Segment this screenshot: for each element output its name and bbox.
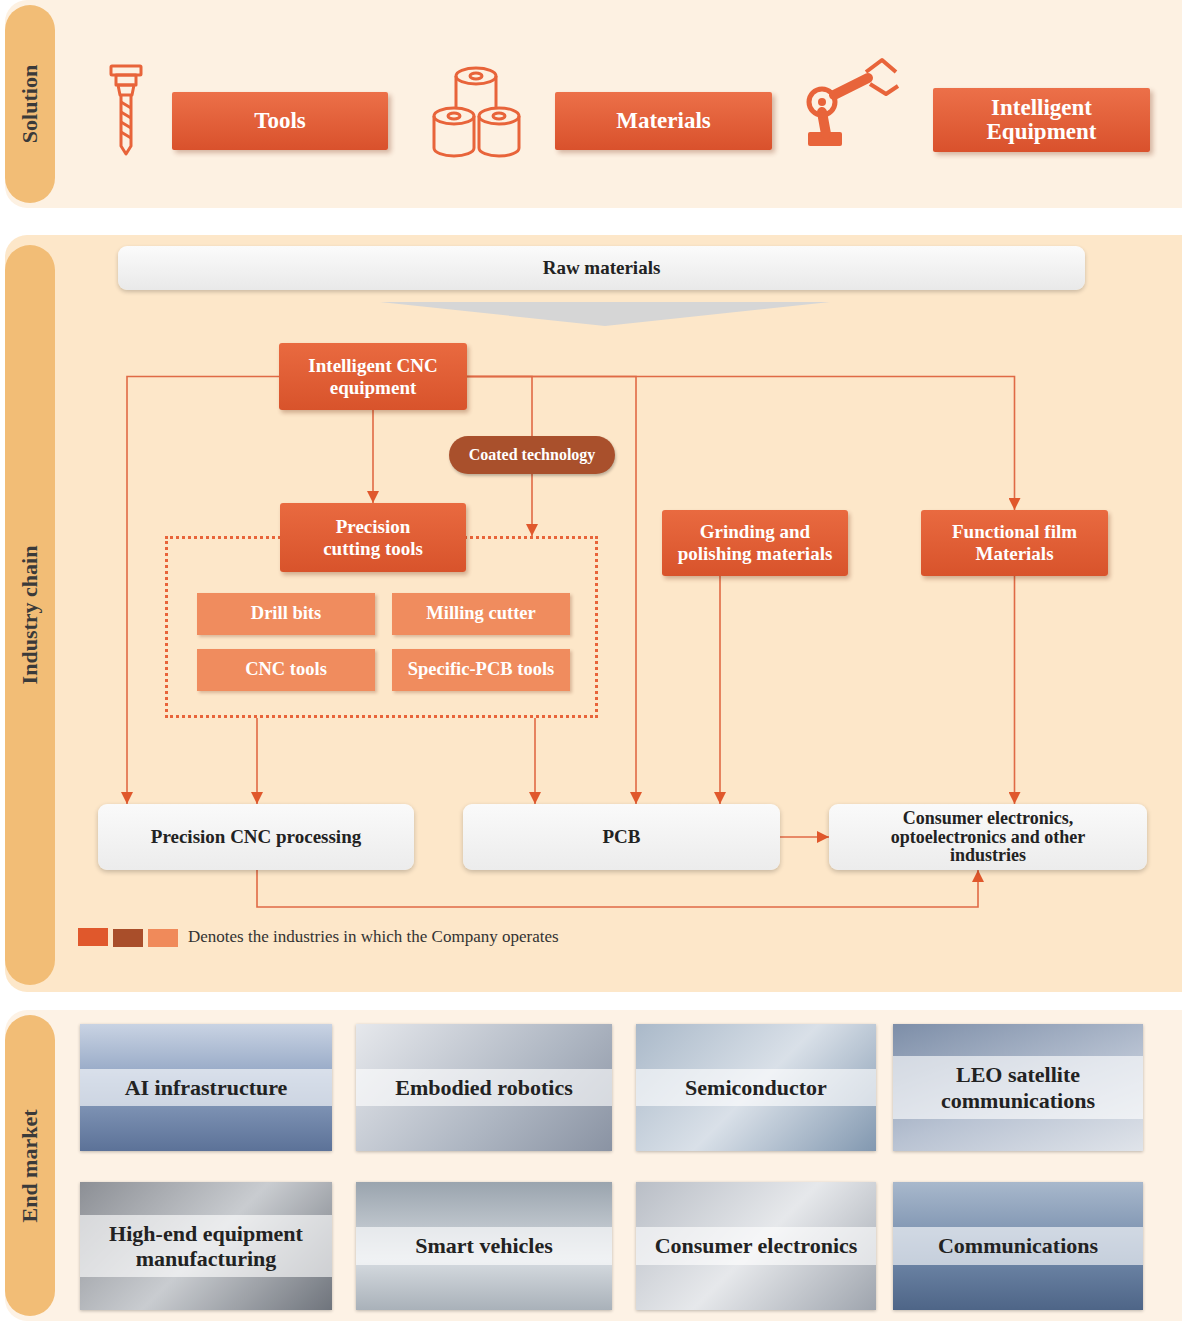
solution-box: Intelligent Equipment xyxy=(933,88,1150,152)
market-tile: Embodied robotics xyxy=(356,1024,612,1151)
side-tab: End market xyxy=(5,1015,55,1316)
band-panel xyxy=(5,1010,1182,1321)
connector xyxy=(1014,576,1016,804)
heading-box: Precision cutting tools xyxy=(280,503,466,572)
market-tile: Communications xyxy=(893,1182,1143,1310)
market-tile: AI infrastructure xyxy=(80,1024,332,1151)
node-label: Intelligent Equipment xyxy=(937,96,1146,144)
node-label: Embodied robotics xyxy=(356,1069,612,1106)
connector xyxy=(127,377,279,805)
process-box: Functional film Materials xyxy=(921,510,1108,576)
market-tile: Semiconductor xyxy=(636,1024,876,1151)
node-label: Precision CNC processing xyxy=(151,826,361,848)
node-label: Intelligent CNC equipment xyxy=(283,355,463,399)
tool-box: CNC tools xyxy=(197,649,375,691)
connector xyxy=(780,836,829,838)
legend-row: Denotes the industries in which the Comp… xyxy=(78,927,559,947)
connector xyxy=(531,474,533,536)
node-label: Functional film Materials xyxy=(925,521,1104,565)
market-tile: LEO satellite communications xyxy=(893,1024,1143,1151)
node-label: Consumer electronics, optoelectronics an… xyxy=(870,809,1106,866)
connector xyxy=(257,870,978,907)
legend-swatch xyxy=(78,928,108,946)
legend-swatch xyxy=(148,929,178,947)
raw-material-bar: Raw materials xyxy=(118,246,1085,290)
flow-triangle xyxy=(380,302,830,326)
node-label: High-end equipment manufacturing xyxy=(80,1215,332,1278)
market-tile: Smart vehicles xyxy=(356,1182,612,1310)
node-label: Coated technology xyxy=(469,446,596,464)
node-label: Drill bits xyxy=(251,603,321,624)
node-label: Smart vehicles xyxy=(356,1227,612,1264)
node-label: PCB xyxy=(603,826,641,848)
legend-swatch xyxy=(113,929,143,947)
connector xyxy=(256,718,258,804)
technology-pill: Coated technology xyxy=(449,436,615,474)
band-panel xyxy=(5,0,1182,208)
connector xyxy=(534,718,536,804)
market-tile: High-end equipment manufacturing xyxy=(80,1182,332,1310)
industry-box: Consumer electronics, optoelectronics an… xyxy=(829,804,1147,870)
node-label: Grinding and polishing materials xyxy=(666,521,844,565)
drill-icon xyxy=(111,66,141,154)
node-label: Communications xyxy=(893,1227,1143,1264)
node-label: Materials xyxy=(616,109,711,133)
group-heading: Precision cutting tools xyxy=(308,516,438,560)
tool-box: Milling cutter xyxy=(392,593,570,635)
section-band: SolutionTools Materials Intelligent Equipm… xyxy=(5,0,1182,208)
node-label: Semiconductor xyxy=(636,1069,876,1106)
side-tab: Industry chain xyxy=(5,245,55,985)
robot-arm-icon xyxy=(808,60,898,146)
node-label: Raw materials xyxy=(543,257,661,279)
section-band: Industry chain Raw materialsIntelligent C… xyxy=(5,235,1182,992)
band-panel xyxy=(5,235,1182,992)
solution-box: Materials xyxy=(555,92,772,150)
node-label: AI infrastructure xyxy=(80,1069,332,1106)
solution-box: Tools xyxy=(172,92,388,150)
connector xyxy=(719,576,721,804)
industry-box: PCB xyxy=(463,804,780,870)
legend: Denotes the industries in which the Comp… xyxy=(78,927,559,947)
legend-text: Denotes the industries in which the Comp… xyxy=(188,927,559,947)
tool-box: Specific-PCB tools xyxy=(392,649,570,691)
market-tile: Consumer electronics xyxy=(636,1182,876,1310)
node-label: Specific-PCB tools xyxy=(408,659,554,680)
node-label: Milling cutter xyxy=(426,603,535,624)
side-tab: Solution xyxy=(5,5,55,203)
node-label: Tools xyxy=(254,109,306,133)
section-label: End market xyxy=(17,1109,43,1222)
section-band: End market AI infrastructure Embodied robo… xyxy=(5,1010,1182,1321)
section-label: Solution xyxy=(17,65,43,143)
material-rolls-icon xyxy=(434,68,519,156)
process-box: Grinding and polishing materials xyxy=(662,510,848,576)
industry-box: Precision CNC processing xyxy=(98,804,414,870)
node-label: CNC tools xyxy=(245,659,327,680)
process-box: Intelligent CNC equipment xyxy=(279,343,467,410)
connector xyxy=(467,377,532,437)
section-label: Industry chain xyxy=(17,546,43,685)
dashed-group: Precision cutting toolsDrill bitsMilling… xyxy=(165,536,598,718)
node-label: Consumer electronics xyxy=(636,1227,876,1264)
node-label: LEO satellite communications xyxy=(893,1056,1143,1119)
connector xyxy=(372,410,374,503)
tool-box: Drill bits xyxy=(197,593,375,635)
